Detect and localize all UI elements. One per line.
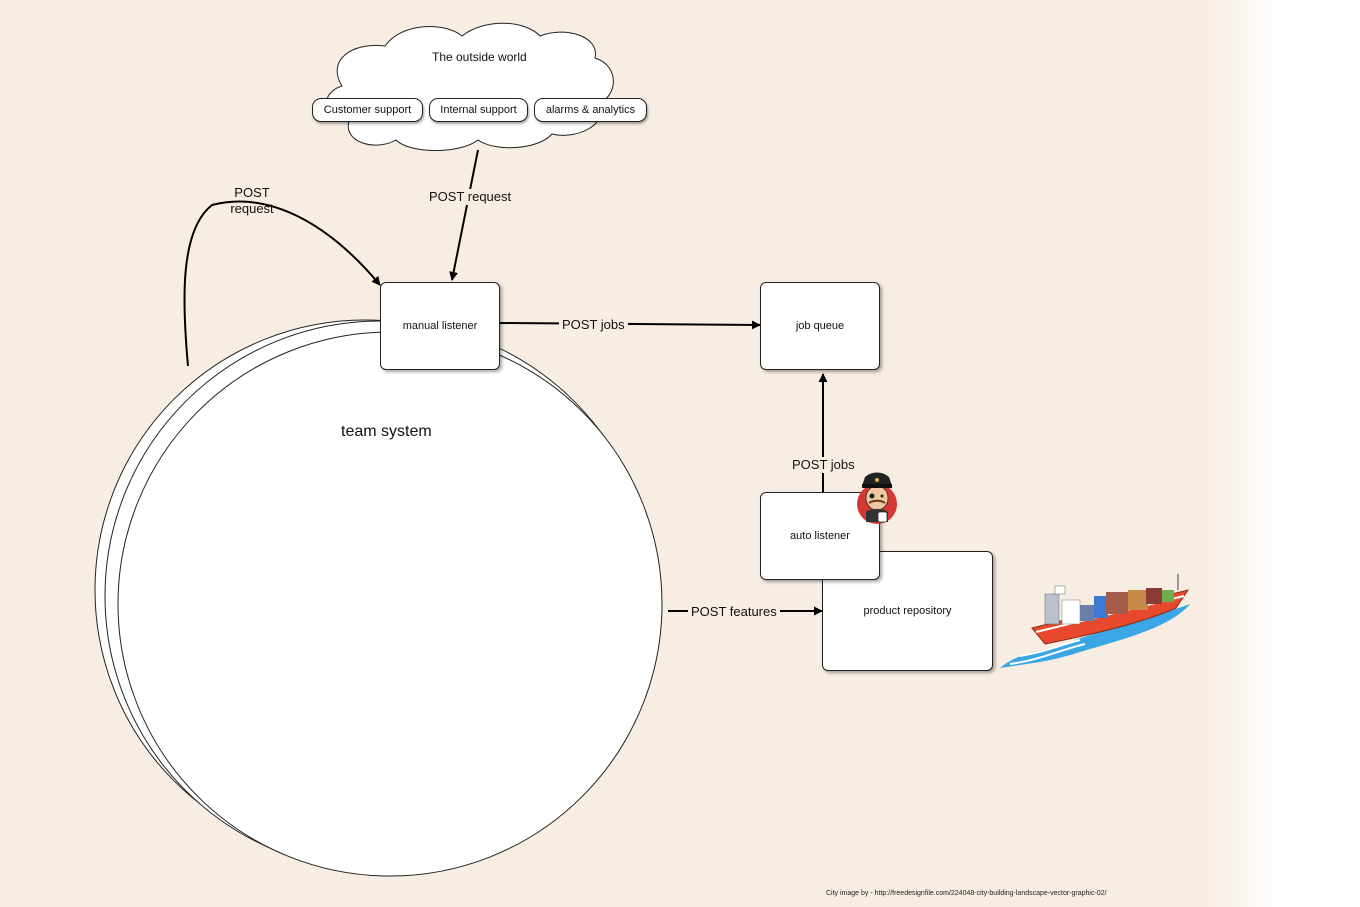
manual-listener-node[interactable]: manual listener bbox=[380, 282, 500, 370]
edge-label-auto-to-queue: POST jobs bbox=[789, 457, 858, 473]
edge-label-team-to-repo: POST features bbox=[688, 604, 780, 620]
auto-listener-label: auto listener bbox=[790, 530, 850, 542]
outside-world-title: The outside world bbox=[432, 50, 527, 64]
product-repository-label: product repository bbox=[863, 605, 952, 617]
edge-label-outside-to-manual: POST request bbox=[426, 189, 515, 205]
job-queue-label: job queue bbox=[795, 320, 845, 332]
edge-label-manual-to-queue: POST jobs bbox=[559, 317, 628, 333]
image-credit: City image by - http://freedesignfile.co… bbox=[826, 890, 1107, 897]
outside-world-cloud bbox=[326, 22, 614, 151]
team-system-circle-front bbox=[117, 331, 663, 877]
canvas-fade bbox=[1210, 0, 1280, 907]
edge-outside-to-manual bbox=[449, 149, 479, 281]
manual-listener-label: manual listener bbox=[402, 320, 478, 332]
team-system-title: team system bbox=[341, 423, 432, 440]
edge-manual-to-queue bbox=[499, 320, 761, 330]
internal-support-node[interactable]: Internal support bbox=[429, 98, 528, 122]
job-queue-node[interactable]: job queue bbox=[760, 282, 880, 370]
cargo-ship-icon bbox=[1000, 574, 1190, 668]
edge-self-loop bbox=[183, 200, 381, 367]
edge-label-self-loop: POST request bbox=[230, 185, 274, 216]
alarms-analytics-node[interactable]: alarms & analytics bbox=[534, 98, 647, 122]
butler-mascot-icon bbox=[857, 472, 897, 524]
customer-support-node[interactable]: Customer support bbox=[312, 98, 423, 122]
